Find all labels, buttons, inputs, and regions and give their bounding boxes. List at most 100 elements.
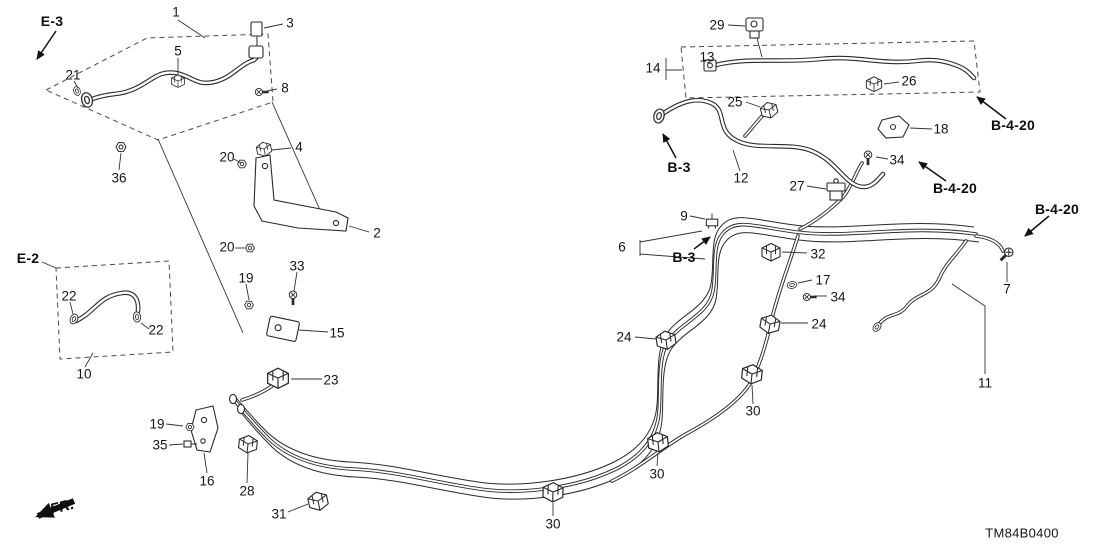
part-shape-2 [253,154,349,232]
diagram-code: TM84B0400 [985,525,1059,541]
ref-label-b420-right: B-4-20 [1035,201,1079,217]
part-callout-21: 21 [65,67,81,83]
detail-box-e2 [55,260,174,360]
part-shape-17 [786,280,798,290]
part-shape-32 [761,242,781,262]
part-callout-28: 28 [239,483,255,499]
part-callout-22a: 22 [61,288,77,304]
ref-label-b3-lower: B-3 [672,249,696,265]
ref-label-b3-upper: B-3 [667,159,691,175]
part-shape-28 [237,434,259,455]
part-shape-16 [190,405,219,453]
part-callout-30c: 30 [545,516,561,532]
part-callout-34b: 34 [830,289,846,305]
reference-arrows [36,30,1050,250]
part-callout-20b: 20 [219,239,235,255]
part-callout-26: 26 [901,73,917,89]
part-callout-35: 35 [152,437,168,453]
part-shape-9 [705,212,719,230]
part-callout-30a: 30 [745,403,761,419]
part-shape-5 [171,74,185,88]
part-callout-11: 11 [977,375,993,391]
part-shape-30b [646,431,670,454]
ref-label-b420-mid: B-4-20 [933,180,977,196]
pipe-end-fitting [228,393,238,405]
part-callout-5: 5 [174,43,182,59]
pipe-12-end-fitting [651,107,667,125]
fr-arrow [35,498,76,519]
part-callout-25: 25 [727,94,743,110]
leader-lines [41,19,1008,516]
part-callout-6: 6 [618,239,626,255]
part-shape-3 [250,21,263,37]
part-shape-15 [266,315,300,342]
part-callout-16: 16 [199,473,215,489]
part-callout-30b: 30 [649,466,665,482]
assembly-fuel-pipe-12 [651,98,910,201]
b3-upper-arrow [662,133,677,159]
part-callout-22b: 22 [148,322,164,338]
part-callout-24a: 24 [616,329,632,345]
part-shape-8 [254,87,270,97]
part-callout-19a: 19 [238,270,254,286]
part-callout-24b: 24 [811,316,827,332]
e3-arrow [36,30,57,60]
pipe-connector [248,45,264,59]
part-callout-36: 36 [111,170,127,186]
detail-reference-lines [157,101,321,334]
part-callout-33: 33 [289,258,305,274]
part-callout-8: 8 [281,80,289,96]
part-callout-14: 14 [645,60,661,76]
part-callout-31: 31 [271,506,287,522]
pipe-end-fitting [236,403,246,415]
line-clamps [183,212,1017,513]
b420-right-arrow [1024,215,1050,237]
part-shape-24b [758,312,782,336]
part-callout-3: 3 [286,15,294,31]
assembly-pipe-bracket [237,140,349,402]
part-callout-2: 2 [373,225,381,241]
ref-label-e3: E-3 [40,13,64,29]
part-callout-32: 32 [810,246,826,262]
part-shape-20b [245,243,255,253]
ref-label-b420-top: B-4-20 [991,117,1035,133]
part-callout-9: 9 [680,208,688,224]
part-callout-19b: 19 [149,416,165,432]
part-callout-17: 17 [815,272,831,288]
part-callout-13: 13 [699,49,715,65]
part-callout-20a: 20 [219,149,235,165]
part-shape-21 [72,85,82,97]
b420-mid-arrow [918,161,947,182]
part-shape-26 [865,76,883,93]
detail-box-14 [680,40,981,99]
part-shape-36 [115,142,127,152]
part-callout-7: 7 [1003,281,1011,297]
part-callout-34a: 34 [889,152,905,168]
part-shape-34a [862,149,874,167]
part-shape-19a [244,300,254,310]
part-callout-23: 23 [323,372,339,388]
part-shape-33 [287,289,299,307]
part-callout-10: 10 [76,366,92,382]
ref-label-e2: E-2 [16,250,40,266]
part-callout-18: 18 [933,121,949,137]
assembly-fuel-hose-detail [68,290,142,326]
part-shape-27 [826,178,846,201]
part-shape-22a [68,312,80,326]
part-shape-35 [183,440,197,448]
part-callout-12: 12 [733,170,749,186]
part-shape-31 [306,489,330,513]
part-shape-19b [185,422,195,432]
b3-lower-arrow [693,236,711,250]
main-fuel-lines [228,161,1005,500]
part-callout-4: 4 [295,139,303,155]
assembly-fuel-feed-hose [703,17,977,93]
part-shape-34b [802,292,818,302]
part-callout-1: 1 [172,4,180,20]
part-shape-23 [267,367,289,389]
part-shape-29 [745,17,764,58]
detail-box-e3 [44,33,274,141]
part-callout-27: 27 [789,178,805,194]
